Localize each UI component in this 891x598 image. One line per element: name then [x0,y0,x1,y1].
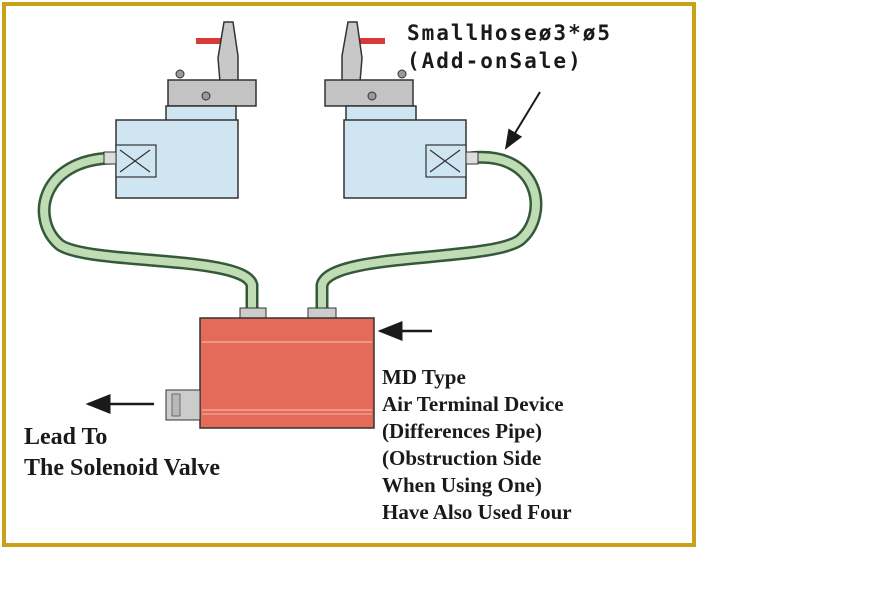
terminal-box [165,307,375,429]
md-type-line: Have Also Used Four [382,500,572,524]
right-handle [355,38,385,44]
md-type-line: (Obstruction Side [382,446,541,470]
hose-pointer-arrow [504,91,541,150]
hose-left [37,151,259,319]
outlet-fitting [165,389,201,421]
md-type-line: (Differences Pipe) [382,419,542,443]
hose-label-line1: SmallHoseø3*ø5 [407,21,612,45]
right-valve [324,21,479,199]
hose-label-line2: (Add-onSale) [407,49,583,73]
lead-to-line: Lead To [24,424,107,450]
hose-right [315,150,543,319]
md-type-line: When Using One) [382,473,542,497]
md-type-line: Air Terminal Device [382,392,564,416]
lead-to-line: The Solenoid Valve [24,455,220,481]
left-handle [196,38,226,44]
md-type-line: MD Type [382,365,466,389]
left-valve [103,21,257,199]
